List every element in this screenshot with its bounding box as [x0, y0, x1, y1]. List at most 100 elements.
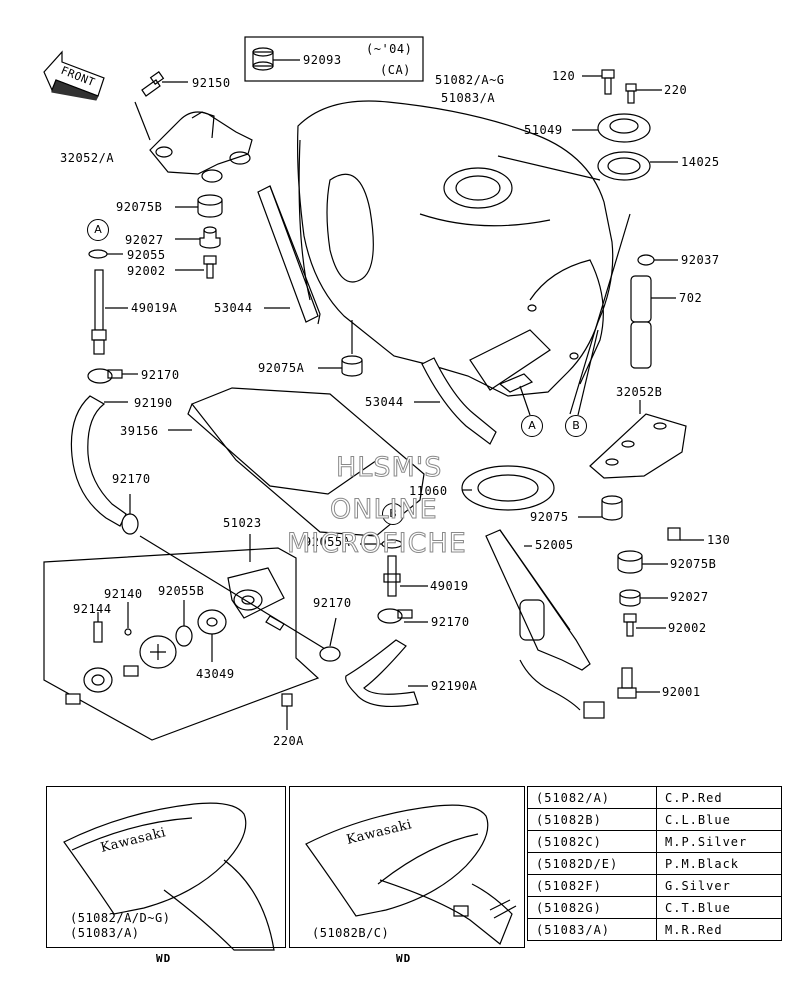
- cap-51049-icon: [572, 113, 651, 143]
- callout-b-lower: B: [382, 503, 404, 525]
- part-92027-lower[interactable]: 92027: [670, 590, 709, 604]
- grommet-92075-icon: [578, 495, 623, 521]
- part-92170[interactable]: 92170: [141, 368, 180, 382]
- color-name-cell: M.P.Silver: [656, 830, 782, 853]
- front-arrow-icon: [43, 50, 105, 101]
- part-92190a[interactable]: 92190A: [431, 679, 478, 693]
- part-49019[interactable]: 49019: [430, 579, 469, 593]
- emblem-left-frame: [46, 786, 286, 948]
- collar-92027-icon: [175, 226, 221, 249]
- leader-b: [577, 329, 599, 416]
- part-92055a[interactable]: 92055A: [304, 535, 351, 549]
- part-32052b[interactable]: 32052B: [616, 385, 663, 399]
- part-92075[interactable]: 92075: [530, 510, 569, 524]
- oring-92055a-icon: [360, 539, 403, 549]
- part-92002[interactable]: 92002: [127, 264, 166, 278]
- color-code-cell: (51082D/E): [527, 852, 657, 875]
- color-name-cell: G.Silver: [656, 874, 782, 897]
- screw-92140-icon: [124, 602, 132, 636]
- grommet-92075a-icon: [318, 320, 363, 377]
- part-92075a[interactable]: 92075A: [258, 361, 305, 375]
- bolt-92150-icon: [141, 71, 188, 97]
- knob-icon: [65, 665, 139, 705]
- part-92170-right[interactable]: 92170: [313, 596, 352, 610]
- color-name-cell: C.P.Red: [656, 786, 782, 809]
- part-92140[interactable]: 92140: [104, 587, 143, 601]
- screw-92144-icon: [93, 612, 103, 643]
- fitting-49019-icon: [383, 555, 428, 597]
- part-51083[interactable]: 51083/A: [441, 91, 496, 105]
- bracket-32052b-icon: [589, 400, 687, 479]
- part-92001[interactable]: 92001: [662, 685, 701, 699]
- part-92037[interactable]: 92037: [681, 253, 720, 267]
- part-92144[interactable]: 92144: [73, 602, 112, 616]
- callout-a: A: [521, 415, 543, 437]
- part-51082[interactable]: 51082/A~G: [435, 73, 505, 87]
- part-52005[interactable]: 52005: [535, 538, 574, 552]
- part-92190[interactable]: 92190: [134, 396, 173, 410]
- part-120[interactable]: 120: [552, 69, 576, 83]
- part-130[interactable]: 130: [707, 533, 731, 547]
- watermark-line-1: HLSM'S: [335, 452, 443, 484]
- clamp-92170-icon: [87, 368, 138, 384]
- part-14025[interactable]: 14025: [681, 155, 720, 169]
- bolt-130-icon: [667, 527, 704, 541]
- part-92027[interactable]: 92027: [125, 233, 164, 247]
- color-name-cell: C.T.Blue: [656, 896, 782, 919]
- collar-92027-lower-icon: [619, 589, 668, 607]
- part-92075b[interactable]: 92075B: [116, 200, 163, 214]
- fuel-tank-body-icon: [297, 100, 614, 397]
- color-name-cell: P.M.Black: [656, 852, 782, 875]
- fitting-49019a-icon: [91, 269, 128, 355]
- emblem-left-code-2: (51083/A): [70, 926, 140, 940]
- emblem-right-wd: WD: [396, 952, 412, 965]
- ca-part-number[interactable]: 92093: [303, 53, 342, 67]
- part-702[interactable]: 702: [679, 291, 703, 305]
- ca-years: (~'04): [366, 42, 413, 56]
- color-code-cell: (51083/A): [527, 918, 657, 941]
- color-row: (51082G)C.T.Blue: [527, 896, 782, 919]
- fuel-valve-frame: [43, 547, 320, 741]
- hose-92190a-icon: [345, 639, 428, 708]
- part-92170-lower[interactable]: 92170: [431, 615, 470, 629]
- part-53044-lower[interactable]: 53044: [365, 395, 404, 409]
- color-row: (51082F)G.Silver: [527, 874, 782, 897]
- part-51049[interactable]: 51049: [524, 123, 563, 137]
- part-92055b[interactable]: 92055B: [158, 584, 205, 598]
- part-92002-lower[interactable]: 92002: [668, 621, 707, 635]
- part-39156[interactable]: 39156: [120, 424, 159, 438]
- bolt-92002-icon: [175, 255, 217, 279]
- color-row: (51083/A)M.R.Red: [527, 918, 782, 941]
- color-code-table: (51082/A)C.P.Red(51082B)C.L.Blue(51082C)…: [527, 786, 782, 941]
- color-row: (51082/A)C.P.Red: [527, 786, 782, 809]
- clip-92037-icon: [637, 254, 678, 266]
- clamp-92170-lower-icon: [377, 608, 428, 624]
- clamp-92170-right-icon: [319, 617, 341, 662]
- part-92055[interactable]: 92055: [127, 248, 166, 262]
- part-49019a[interactable]: 49019A: [131, 301, 178, 315]
- oring-92055-icon: [88, 249, 123, 259]
- callout-a-top: A: [87, 219, 109, 241]
- plate-43049-icon: [197, 609, 227, 662]
- color-code-cell: (51082F): [527, 874, 657, 897]
- part-43049[interactable]: 43049: [196, 667, 235, 681]
- leader-a: [519, 385, 531, 416]
- part-53044[interactable]: 53044: [214, 301, 253, 315]
- part-92150[interactable]: 92150: [192, 76, 231, 90]
- part-11060[interactable]: 11060: [409, 484, 448, 498]
- part-92075b-lower[interactable]: 92075B: [670, 557, 717, 571]
- part-220a[interactable]: 220A: [273, 734, 304, 748]
- part-220[interactable]: 220: [664, 83, 688, 97]
- grommet-92075b-lower-icon: [617, 550, 668, 574]
- clamp-92170-valve-icon: [121, 494, 139, 535]
- cap-92093-icon: [252, 47, 300, 71]
- part-92170-valve[interactable]: 92170: [112, 472, 151, 486]
- color-code-cell: (51082/A): [527, 786, 657, 809]
- color-row: (51082B)C.L.Blue: [527, 808, 782, 831]
- part-32052a[interactable]: 32052/A: [60, 151, 115, 165]
- bolt-92001-icon: [617, 667, 660, 699]
- part-51023[interactable]: 51023: [223, 516, 262, 530]
- screw-220-icon: [625, 83, 662, 104]
